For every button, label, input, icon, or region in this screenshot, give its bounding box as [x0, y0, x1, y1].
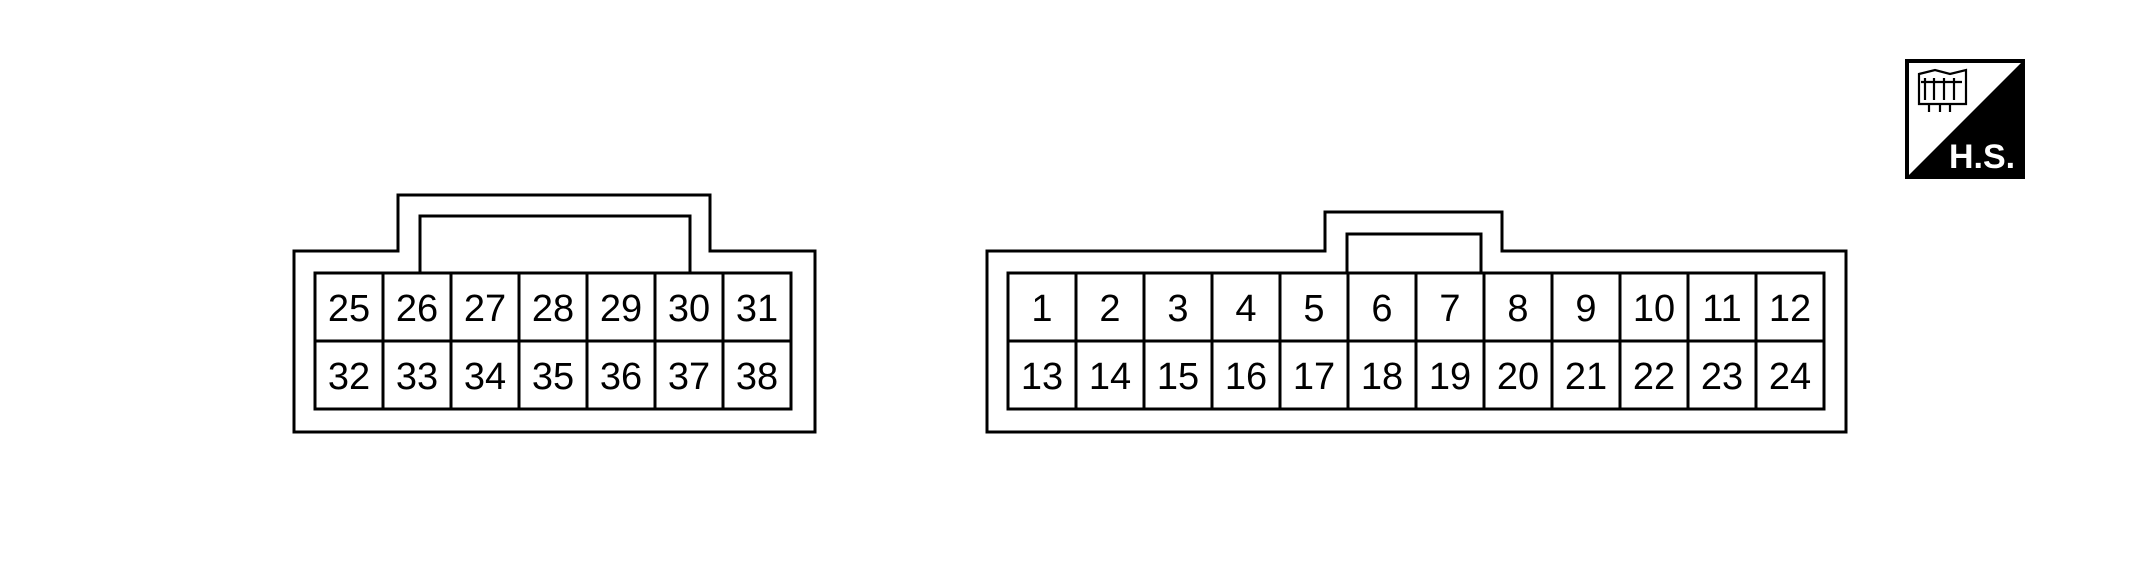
pin-label-16: 16 [1225, 356, 1267, 398]
pin-label-22: 22 [1633, 356, 1675, 398]
pin-label-21: 21 [1565, 356, 1607, 398]
pin-label-30: 30 [668, 288, 710, 330]
connector-left: 25 26 27 28 29 30 31 32 33 34 35 36 37 38 [292, 193, 817, 434]
pin-cell-33 [381, 339, 453, 411]
pin-label-36: 36 [600, 356, 642, 398]
pin-cell-6 [1346, 271, 1418, 343]
pin-label-9: 9 [1575, 288, 1596, 330]
pin-label-31: 31 [736, 288, 778, 330]
pin-label-19: 19 [1429, 356, 1471, 398]
pin-cell-9 [1550, 271, 1622, 343]
pin-cell-35 [517, 339, 589, 411]
pin-cell-16 [1210, 339, 1282, 411]
pin-label-28: 28 [532, 288, 574, 330]
pin-cell-17 [1278, 339, 1350, 411]
pin-label-26: 26 [396, 288, 438, 330]
pin-cell-31 [721, 271, 793, 343]
hs-badge-label: H.S. [1949, 138, 2015, 176]
connector-left-housing [292, 193, 817, 434]
pin-cell-22 [1618, 339, 1690, 411]
pin-label-8: 8 [1507, 288, 1528, 330]
connector-right-lock-tab [1345, 232, 1483, 273]
pin-label-2: 2 [1099, 288, 1120, 330]
pin-label-3: 3 [1167, 288, 1188, 330]
pin-cell-13 [1006, 339, 1078, 411]
pin-label-11: 11 [1702, 288, 1741, 330]
pin-label-18: 18 [1361, 356, 1403, 398]
pin-label-1: 1 [1031, 288, 1052, 330]
pin-label-35: 35 [532, 356, 574, 398]
connector-left-pin-grid: 25 26 27 28 29 30 31 32 33 34 35 36 37 38 [313, 271, 793, 411]
pin-label-15: 15 [1157, 356, 1199, 398]
hs-badge: H.S. [1905, 59, 2025, 179]
pin-cell-18 [1346, 339, 1418, 411]
pin-label-4: 4 [1235, 288, 1256, 330]
pin-label-12: 12 [1769, 288, 1811, 330]
pin-label-14: 14 [1089, 356, 1131, 398]
pin-label-27: 27 [464, 288, 506, 330]
pin-label-10: 10 [1633, 288, 1675, 330]
pin-cell-1 [1006, 271, 1078, 343]
pin-label-24: 24 [1769, 356, 1811, 398]
pin-label-29: 29 [600, 288, 642, 330]
hs-badge-dark-half [1907, 61, 2023, 177]
pin-cell-21 [1550, 339, 1622, 411]
pin-cell-12 [1754, 271, 1826, 343]
pin-cell-38 [721, 339, 793, 411]
pin-cell-26 [381, 271, 453, 343]
pin-cell-10 [1618, 271, 1690, 343]
pin-label-13: 13 [1021, 356, 1063, 398]
pin-label-20: 20 [1497, 356, 1539, 398]
pin-label-5: 5 [1303, 288, 1324, 330]
pin-label-33: 33 [396, 356, 438, 398]
pin-label-37: 37 [668, 356, 710, 398]
pin-label-17: 17 [1293, 356, 1335, 398]
pin-label-6: 6 [1371, 288, 1392, 330]
pin-label-23: 23 [1701, 356, 1743, 398]
pin-cell-24 [1754, 339, 1826, 411]
pin-label-34: 34 [464, 356, 506, 398]
connector-left-lock-tab [418, 214, 692, 273]
pin-label-38: 38 [736, 356, 778, 398]
connector-right-housing [985, 210, 1848, 434]
pin-label-25: 25 [328, 288, 370, 330]
pin-cell-3 [1142, 271, 1214, 343]
pin-cell-8 [1482, 271, 1554, 343]
pin-label-32: 32 [328, 356, 370, 398]
pin-cell-19 [1414, 339, 1486, 411]
harness-side-connector-icon [1917, 68, 1968, 112]
pin-label-7: 7 [1439, 288, 1460, 330]
